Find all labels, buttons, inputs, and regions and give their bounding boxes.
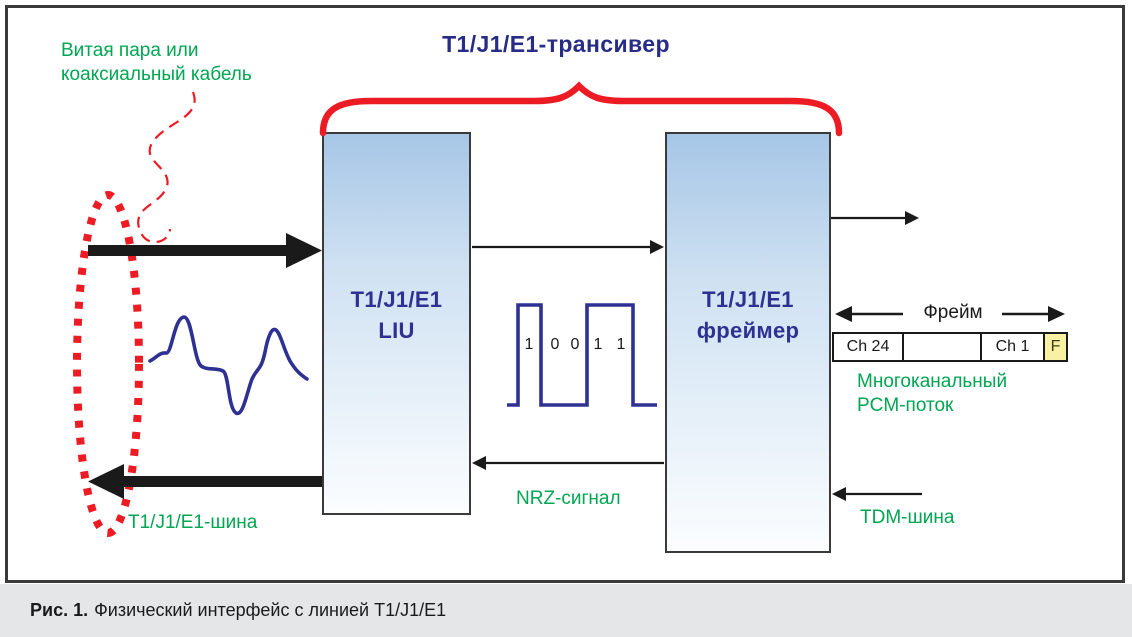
pcm-stream-label: Многоканальный PCM-поток: [857, 370, 1007, 418]
transceiver-brace: [319, 81, 843, 137]
liu-to-framer-arrowhead: [650, 240, 664, 254]
frame-cell-ch1: Ch 1: [980, 334, 1043, 360]
frame-cell-ch24: Ch 24: [846, 338, 890, 355]
caption-bar: Рис. 1.Физический интерфейс с линией T1/…: [0, 584, 1132, 637]
liu-label-line2: LIU: [378, 318, 415, 343]
framer-label-line2: фреймер: [696, 318, 800, 343]
cable-label-line2: коаксиальный кабель: [61, 64, 252, 85]
tdm-bus-label: TDM-шина: [860, 507, 955, 528]
liu-label-line1: T1/J1/E1: [350, 287, 443, 312]
frame-cell-empty: [902, 334, 980, 360]
framer-output-arrowhead: [905, 211, 919, 225]
cable-label: Витая пара или коаксиальный кабель: [61, 39, 252, 87]
bit-value: 0: [550, 336, 560, 353]
frame-span-left-arrowhead: [835, 306, 852, 322]
line-highlight-ellipse: [73, 191, 143, 537]
pcm-label-line2: PCM-поток: [857, 395, 954, 416]
framer-to-liu-arrowhead: [472, 456, 486, 470]
framer-block-label: T1/J1/E1 фреймер: [665, 284, 831, 346]
liu-block: [322, 132, 471, 515]
caption-number: Рис. 1.: [30, 600, 89, 620]
frame-span-right-arrowhead: [1048, 306, 1065, 322]
cable-callout-line: [137, 91, 196, 244]
figure-title: T1/J1/E1-трансивер: [442, 31, 670, 57]
frame-structure-row: Ch 24 Ch 1 F: [832, 332, 1068, 362]
bit-value: 0: [570, 336, 580, 353]
nrz-signal-label: NRZ-сигнал: [516, 488, 621, 509]
line-bus-label: T1/J1/E1-шина: [128, 512, 258, 533]
caption-text: Физический интерфейс с линией T1/J1/E1: [94, 600, 447, 620]
figure-caption: Рис. 1.Физический интерфейс с линией T1/…: [30, 600, 446, 621]
bit-value: 1: [593, 336, 603, 353]
tdm-to-framer-arrowhead: [832, 487, 846, 501]
bit-value: 1: [616, 336, 626, 353]
frame-span-label: Фрейм: [923, 302, 983, 323]
line-tx-thick-arrow: [88, 464, 322, 499]
cable-label-line1: Витая пара или: [61, 40, 199, 61]
pcm-label-line1: Многоканальный: [857, 371, 1008, 392]
analog-waveform: [148, 315, 309, 416]
frame-cell-flag: F: [1043, 334, 1066, 360]
framer-block: [665, 132, 831, 553]
bit-value: 1: [524, 336, 534, 353]
liu-block-label: T1/J1/E1 LIU: [322, 284, 471, 346]
digital-waveform: [507, 303, 657, 407]
framer-label-line1: T1/J1/E1: [702, 287, 794, 312]
line-rx-thick-arrow: [88, 233, 322, 268]
